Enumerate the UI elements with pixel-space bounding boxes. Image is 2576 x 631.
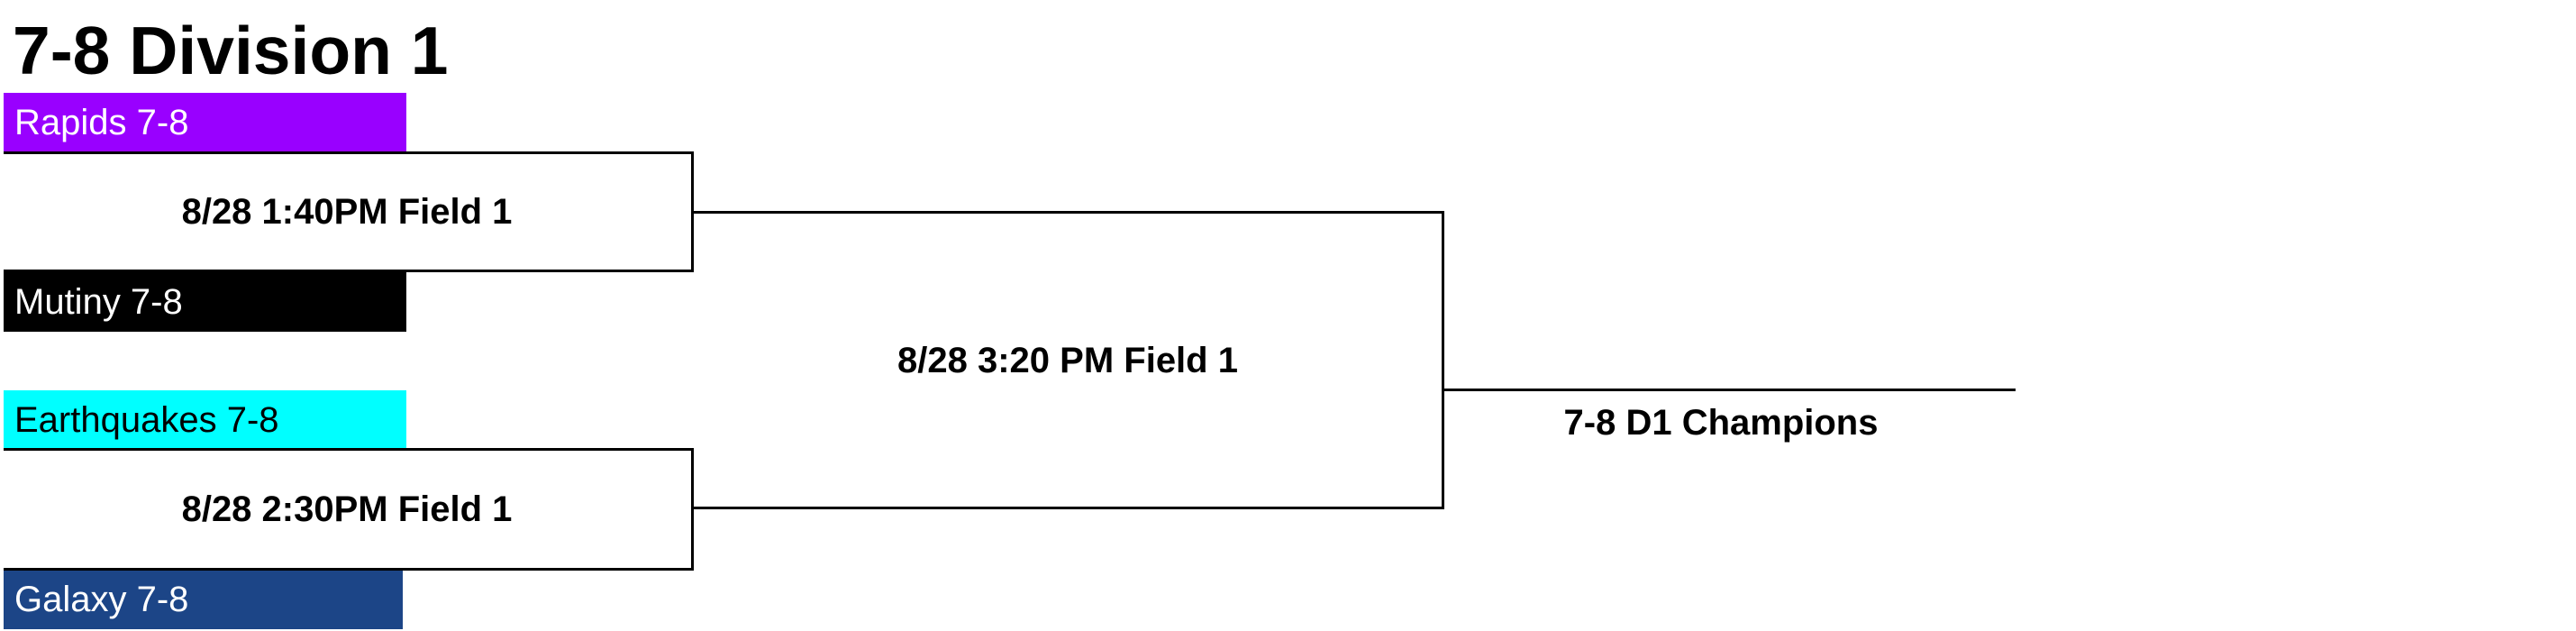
bracket-line-sf1-bottom [4, 270, 694, 272]
bracket-line-final-right [1442, 211, 1444, 509]
team-galaxy: Galaxy 7-8 [4, 570, 403, 629]
bracket-line-sf2-bottom [4, 568, 694, 571]
final-game-label: 8/28 3:20 PM Field 1 [897, 341, 1238, 380]
champion-label: 7-8 D1 Champions [1563, 403, 1879, 443]
semifinal-2-label: 8/28 2:30PM Field 1 [181, 489, 513, 529]
bracket-line-sf2-right [691, 448, 694, 571]
team-rapids: Rapids 7-8 [4, 93, 406, 152]
bracket-line-final-top [691, 211, 1444, 214]
champion-line [1442, 389, 2016, 391]
team-earthquakes: Earthquakes 7-8 [4, 390, 406, 450]
team-mutiny: Mutiny 7-8 [4, 272, 406, 332]
bracket-line-sf1-top [4, 151, 694, 154]
bracket-line-sf2-top [4, 448, 694, 451]
page-title: 7-8 Division 1 [13, 13, 449, 88]
bracket-line-final-bottom [691, 507, 1444, 509]
semifinal-1-label: 8/28 1:40PM Field 1 [181, 192, 513, 232]
